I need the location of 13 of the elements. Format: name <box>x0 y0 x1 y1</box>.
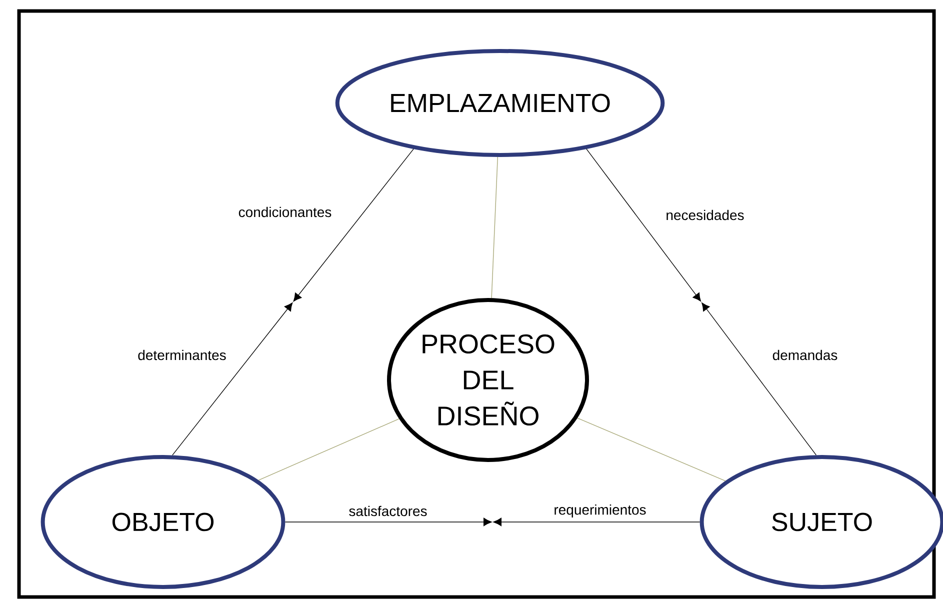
connector-arrow <box>586 148 701 302</box>
edge-label: necesidades <box>664 208 746 222</box>
connector-arrow <box>293 148 414 302</box>
edge-label: satisfactores <box>347 504 429 518</box>
edge-label: requerimientos <box>552 502 648 519</box>
node-label: SUJETO <box>772 512 872 532</box>
edge-label: demandas <box>770 348 840 362</box>
connector-arrow <box>702 302 816 456</box>
connector-arrow <box>493 518 700 526</box>
connector-arrow <box>284 518 492 526</box>
edge-label: condicionantes <box>236 205 334 219</box>
edge-label: determinantes <box>136 348 228 362</box>
connector-arrow <box>172 302 293 456</box>
